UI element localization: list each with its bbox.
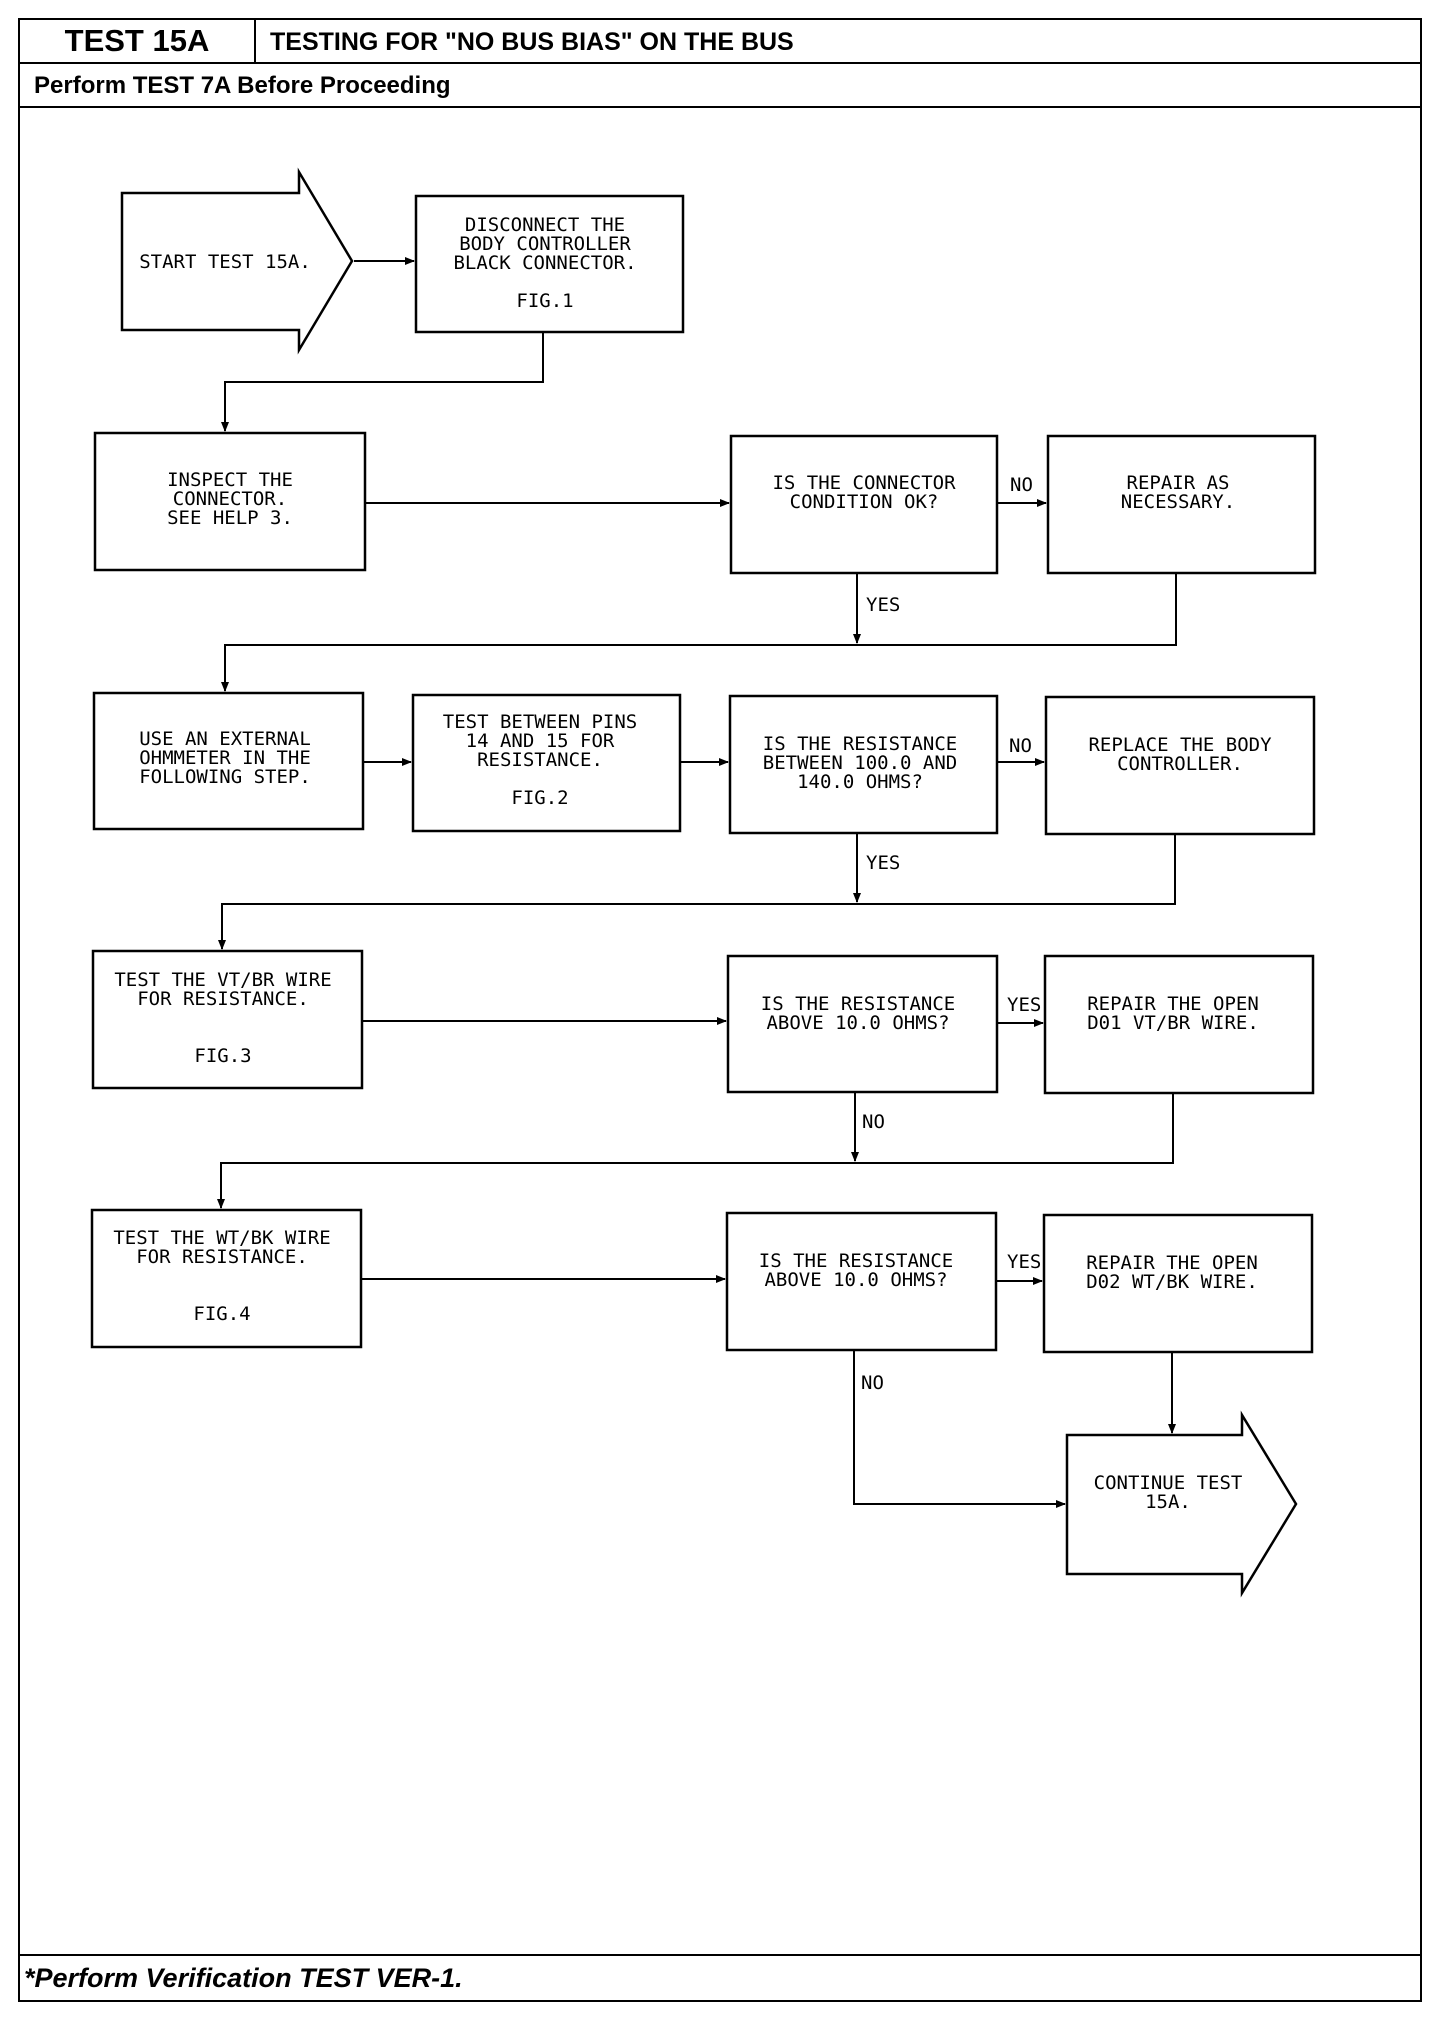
text-line: TEST THE VT/BR WIRE [114, 969, 331, 991]
text-line: USE AN EXTERNAL [139, 728, 311, 750]
resistance-range-decision-box [728, 694, 999, 835]
text-line: CONTROLLER. [1117, 753, 1243, 775]
test-id: TEST 15A [20, 20, 256, 62]
text-line: IS THE RESISTANCE [759, 1250, 953, 1272]
text-line: FOLLOWING STEP. [139, 766, 311, 788]
label-no-2: NO [1009, 735, 1032, 757]
label-no-1: NO [1010, 474, 1033, 496]
use-ohmmeter-box [92, 691, 365, 831]
text-line: FIG.3 [194, 1045, 251, 1067]
text-line: CONDITION OK? [790, 491, 939, 513]
wtbk-decision-box [725, 1211, 998, 1352]
text-line: ABOVE 10.0 OHMS? [766, 1012, 949, 1034]
text-line: CONTINUE TEST [1094, 1472, 1243, 1494]
header-row [18, 18, 1422, 64]
label-yes-1: YES [866, 594, 900, 616]
subheader-row [18, 64, 1422, 108]
connector-replace-return [218, 835, 1176, 950]
text-line: BETWEEN 100.0 AND [763, 752, 957, 774]
text-line: IS THE RESISTANCE [763, 733, 957, 755]
text-line: FIG.2 [511, 787, 568, 809]
prerequisite-note: Perform TEST 7A Before Proceeding [34, 72, 451, 99]
text-line: RESISTANCE. [477, 749, 603, 771]
connector-disconnect-inspect [221, 333, 544, 432]
text-line: 140.0 OHMS? [797, 771, 923, 793]
page-title: TESTING FOR "NO BUS BIAS" ON THE BUS [270, 28, 794, 56]
text-line: REPAIR THE OPEN [1086, 1252, 1258, 1274]
replace-controller-box [1044, 695, 1316, 836]
page-frame [18, 18, 1422, 2002]
text-line: D01 VT/BR WIRE. [1087, 1012, 1259, 1034]
text-line: TEST THE WT/BK WIRE [113, 1227, 330, 1249]
text-line: CONNECTOR. [173, 488, 287, 510]
repair-necessary-box [1046, 434, 1317, 575]
text-line: TEST BETWEEN PINS [443, 711, 637, 733]
text-line: FOR RESISTANCE. [137, 988, 309, 1010]
connector-repair-return [221, 574, 1177, 692]
start-arrow-shape [120, 167, 354, 355]
text-line: 15A. [1145, 1491, 1191, 1513]
test-wtbk-box [90, 1208, 363, 1349]
text-line: D02 WT/BK WIRE. [1086, 1271, 1258, 1293]
repair-d01-box [1043, 954, 1315, 1095]
text-line: SEE HELP 3. [167, 507, 293, 529]
text-line: NECESSARY. [1121, 491, 1235, 513]
text-line: IS THE RESISTANCE [761, 993, 955, 1015]
text-line: REPAIR THE OPEN [1087, 993, 1259, 1015]
footer-row [18, 1954, 1422, 2002]
repair-d02-box [1042, 1213, 1314, 1354]
inspect-box [93, 431, 367, 572]
connector-wtbk-no-continue [853, 1351, 1066, 1508]
text-line: FIG.4 [193, 1303, 250, 1325]
start-text: START TEST 15A. [139, 251, 311, 273]
text-line: OHMMETER IN THE [139, 747, 311, 769]
vtbr-decision-box [726, 954, 999, 1094]
test-pins-box [411, 693, 682, 833]
label-yes-3: YES [1007, 994, 1041, 1016]
text-line: BODY CONTROLLER [459, 233, 631, 255]
disconnect-box [414, 194, 685, 334]
label-yes-4: YES [1007, 1251, 1041, 1273]
continue-arrow-shape [1065, 1410, 1298, 1598]
text-line: REPLACE THE BODY [1088, 734, 1272, 756]
label-no-4: NO [861, 1372, 884, 1394]
verification-note: *Perform Verification TEST VER-1. [24, 1963, 463, 1993]
text-line: BLACK CONNECTOR. [453, 252, 636, 274]
connector-repair-d01-return [217, 1094, 1174, 1209]
text-line: INSPECT THE [167, 469, 293, 491]
label-yes-2: YES [866, 852, 900, 874]
test-vtbr-box [91, 949, 364, 1090]
text-line: 14 AND 15 FOR [466, 730, 615, 752]
text-line: REPAIR AS [1127, 472, 1230, 494]
text-line: FIG.1 [516, 290, 573, 312]
text-line: FOR RESISTANCE. [136, 1246, 308, 1268]
text-line: ABOVE 10.0 OHMS? [764, 1269, 947, 1291]
text-line: IS THE CONNECTOR [772, 472, 956, 494]
label-no-3: NO [862, 1111, 885, 1133]
text-line: START TEST 15A. [139, 251, 311, 273]
connector-decision-box [729, 434, 999, 575]
text-line: DISCONNECT THE [465, 214, 625, 236]
